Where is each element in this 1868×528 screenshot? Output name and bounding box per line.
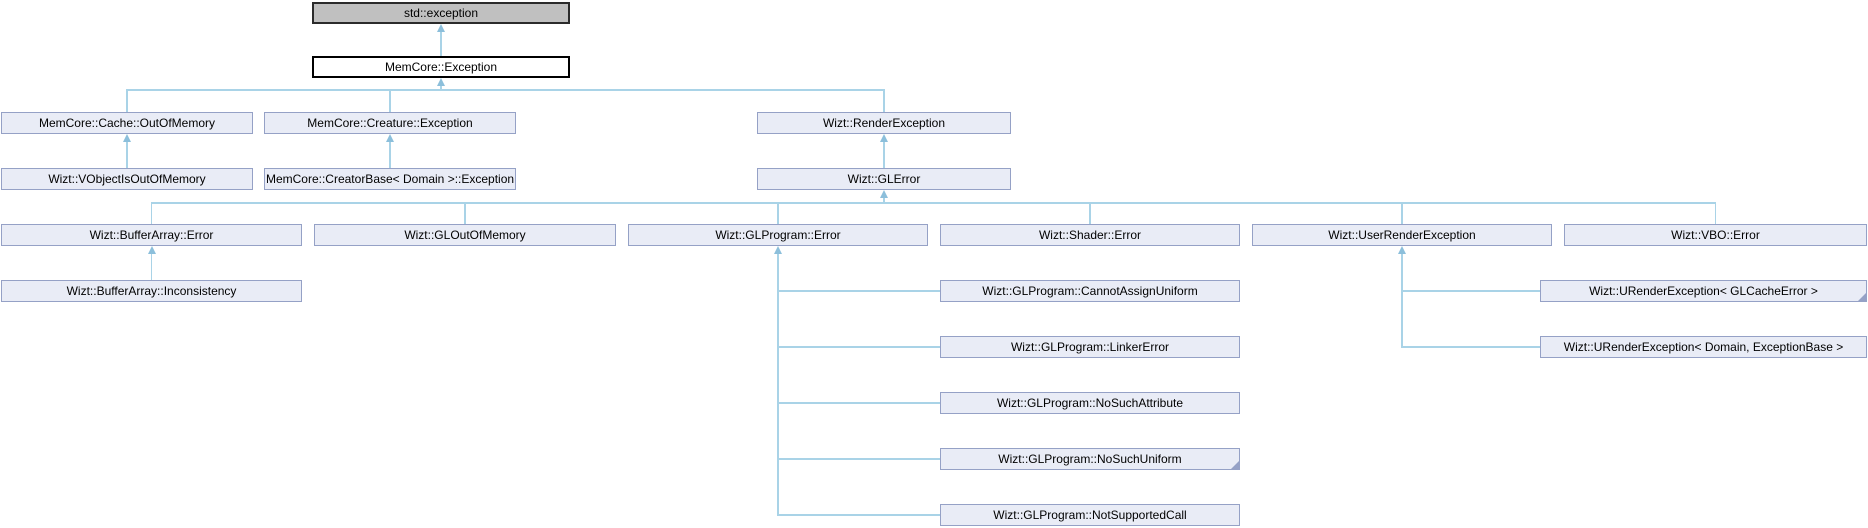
class-node-glerror[interactable]: Wizt::GLError <box>757 168 1011 190</box>
inheritance-arrow-icon <box>147 246 156 254</box>
class-label: Wizt::GLProgram::NoSuchUniform <box>998 452 1182 466</box>
class-label: std::exception <box>403 6 479 20</box>
class-label: Wizt::VObjectIsOutOfMemory <box>48 172 206 186</box>
class-node-gloutofmemory[interactable]: Wizt::GLOutOfMemory <box>314 224 616 246</box>
class-node-linkererror[interactable]: Wizt::GLProgram::LinkerError <box>940 336 1240 358</box>
edge-line <box>883 142 885 168</box>
class-node-nosuchuniform[interactable]: Wizt::GLProgram::NoSuchUniform <box>940 448 1240 470</box>
edge-line <box>389 142 391 168</box>
edge-line <box>778 514 940 516</box>
class-node-userrenderexception[interactable]: Wizt::UserRenderException <box>1252 224 1552 246</box>
class-label: Wizt::URenderException< GLCacheError > <box>1589 284 1818 298</box>
inheritance-arrow-icon <box>880 134 888 142</box>
class-label: Wizt::GLOutOfMemory <box>404 228 526 242</box>
class-label: Wizt::GLProgram::Error <box>715 228 841 242</box>
truncated-graph-fold-icon <box>1230 460 1239 469</box>
class-label: Wizt::GLError <box>847 172 921 186</box>
edge-line <box>1714 202 1717 224</box>
edge-line <box>440 32 442 56</box>
class-node-std-exception: std::exception <box>312 2 570 24</box>
class-label: Wizt::VBO::Error <box>1671 228 1760 242</box>
class-node-glprogram-error[interactable]: Wizt::GLProgram::Error <box>628 224 928 246</box>
class-node-urender-domain-exceptionbase[interactable]: Wizt::URenderException< Domain, Exceptio… <box>1540 336 1867 358</box>
edge-line <box>126 142 128 168</box>
truncated-graph-fold-icon <box>1857 292 1866 301</box>
edge-line <box>778 346 940 348</box>
class-node-creature-exception[interactable]: MemCore::Creature::Exception <box>264 112 516 134</box>
class-node-memcore-exception[interactable]: MemCore::Exception <box>312 56 570 78</box>
edge-line <box>1402 346 1540 348</box>
class-node-bufferarray-inconsistency[interactable]: Wizt::BufferArray::Inconsistency <box>1 280 302 302</box>
edge-line <box>1402 290 1540 292</box>
class-label: MemCore::Exception <box>384 60 498 74</box>
class-label: Wizt::Shader::Error <box>1038 228 1142 242</box>
class-label: MemCore::Cache::OutOfMemory <box>38 116 216 130</box>
class-node-cannotassignuniform[interactable]: Wizt::GLProgram::CannotAssignUniform <box>940 280 1240 302</box>
class-label: Wizt::BufferArray::Error <box>89 228 214 242</box>
edge-line <box>777 202 779 224</box>
inheritance-arrow-icon <box>437 24 445 32</box>
class-node-urender-glcacheerror[interactable]: Wizt::URenderException< GLCacheError > <box>1540 280 1867 302</box>
class-node-shader-error[interactable]: Wizt::Shader::Error <box>940 224 1240 246</box>
inheritance-arrow-icon <box>774 246 782 254</box>
class-label: Wizt::GLProgram::NotSupportedCall <box>993 508 1187 522</box>
inheritance-arrow-icon <box>1398 246 1406 254</box>
inheritance-arrow-icon <box>437 78 445 86</box>
class-label: Wizt::GLProgram::NoSuchAttribute <box>996 396 1184 410</box>
edge-line <box>778 290 940 292</box>
class-node-cache-outofmemory[interactable]: MemCore::Cache::OutOfMemory <box>1 112 253 134</box>
edge-line <box>777 254 779 516</box>
class-node-nosuchattribute[interactable]: Wizt::GLProgram::NoSuchAttribute <box>940 392 1240 414</box>
class-node-notsupportedcall[interactable]: Wizt::GLProgram::NotSupportedCall <box>940 504 1240 526</box>
edge-line <box>883 198 885 202</box>
class-node-bufferarray-error[interactable]: Wizt::BufferArray::Error <box>1 224 302 246</box>
inheritance-arrow-icon <box>123 134 131 142</box>
edge-line <box>150 202 1717 204</box>
edge-line <box>883 89 885 112</box>
edge-line <box>440 86 442 89</box>
class-label: Wizt::URenderException< Domain, Exceptio… <box>1563 340 1844 354</box>
edge-line <box>778 402 940 404</box>
class-node-render-exception[interactable]: Wizt::RenderException <box>757 112 1011 134</box>
edge-line <box>1089 202 1091 224</box>
edge-line <box>778 458 940 460</box>
class-label: MemCore::CreatorBase< Domain >::Exceptio… <box>265 172 515 186</box>
class-label: Wizt::RenderException <box>822 116 946 130</box>
edge-line <box>464 202 466 224</box>
class-node-vbo-error[interactable]: Wizt::VBO::Error <box>1564 224 1867 246</box>
class-label: MemCore::Creature::Exception <box>307 116 473 130</box>
class-label: Wizt::GLProgram::CannotAssignUniform <box>982 284 1198 298</box>
edge-line <box>1401 202 1403 224</box>
inheritance-arrow-icon <box>386 134 394 142</box>
inheritance-arrow-icon <box>880 190 888 198</box>
class-label: Wizt::BufferArray::Inconsistency <box>66 284 237 298</box>
edge-line <box>389 89 391 112</box>
class-node-vobject-is-outofmemory[interactable]: Wizt::VObjectIsOutOfMemory <box>1 168 253 190</box>
class-node-creatorbase-exception[interactable]: MemCore::CreatorBase< Domain >::Exceptio… <box>264 168 516 190</box>
edge-line <box>150 202 153 224</box>
edge-line <box>126 89 885 91</box>
edge-line <box>126 89 128 112</box>
class-label: Wizt::UserRenderException <box>1328 228 1476 242</box>
edge-line <box>1401 254 1403 348</box>
class-label: Wizt::GLProgram::LinkerError <box>1010 340 1170 354</box>
edge-line <box>150 254 153 280</box>
